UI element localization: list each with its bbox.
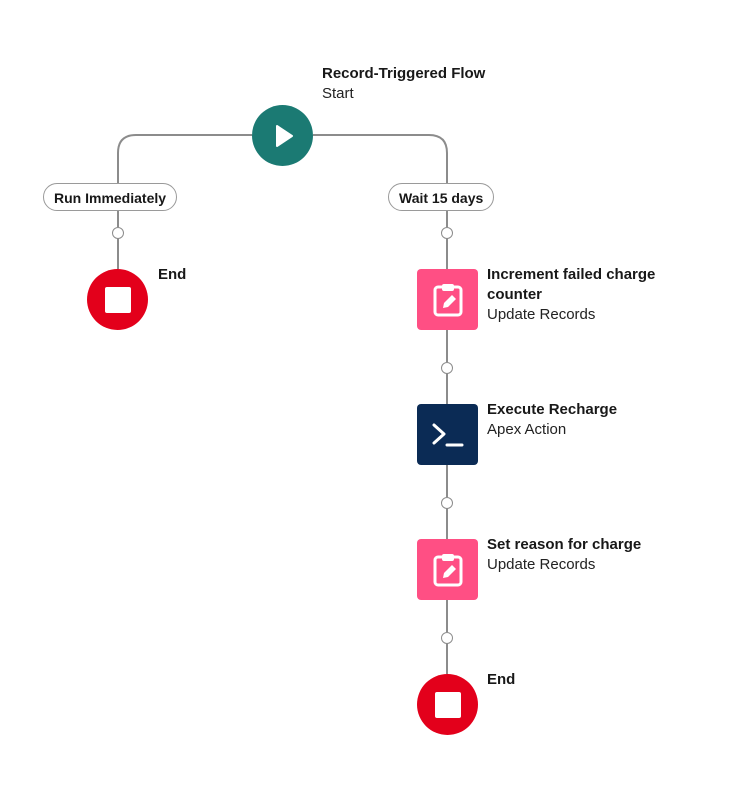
step-label-increment: Increment failed charge counter Update R… bbox=[487, 265, 707, 325]
add-element-button[interactable] bbox=[441, 632, 453, 644]
add-element-button[interactable] bbox=[441, 362, 453, 374]
step-subtitle: Apex Action bbox=[487, 421, 567, 438]
connector-start-right bbox=[313, 134, 448, 186]
end-label-right: End bbox=[487, 670, 515, 690]
end-title: End bbox=[158, 266, 187, 283]
stop-icon bbox=[434, 691, 461, 718]
clipboard-edit-icon bbox=[433, 553, 462, 586]
step-title: Set reason for charge bbox=[487, 536, 642, 553]
start-node[interactable] bbox=[252, 105, 313, 166]
end-node-right[interactable] bbox=[417, 674, 478, 735]
clipboard-edit-icon bbox=[433, 283, 462, 316]
step-subtitle: Update Records bbox=[487, 306, 596, 323]
path-wait-15-days[interactable]: Wait 15 days bbox=[388, 183, 495, 211]
terminal-icon bbox=[432, 423, 463, 446]
add-element-button[interactable] bbox=[441, 497, 453, 509]
end-node-left[interactable] bbox=[87, 269, 148, 330]
start-label: Record-Triggered Flow Start bbox=[322, 64, 485, 104]
start-subtitle: Start bbox=[322, 85, 354, 102]
update-records-node-reason[interactable] bbox=[417, 539, 478, 600]
end-label-left: End bbox=[158, 265, 186, 285]
update-records-node-increment[interactable] bbox=[417, 269, 478, 330]
connector-start-left bbox=[117, 134, 252, 186]
step-label-reason: Set reason for charge Update Records bbox=[487, 535, 707, 575]
start-title: Record-Triggered Flow bbox=[322, 65, 486, 82]
play-icon bbox=[275, 124, 293, 147]
step-label-recharge: Execute Recharge Apex Action bbox=[487, 400, 707, 440]
add-element-button[interactable] bbox=[441, 227, 453, 239]
step-title: Increment failed charge counter bbox=[487, 266, 656, 303]
step-subtitle: Update Records bbox=[487, 556, 596, 573]
step-title: Execute Recharge bbox=[487, 401, 618, 418]
apex-action-node-recharge[interactable] bbox=[417, 404, 478, 465]
stop-icon bbox=[104, 286, 131, 313]
end-title: End bbox=[487, 671, 516, 688]
add-element-button[interactable] bbox=[112, 227, 124, 239]
path-run-immediately[interactable]: Run Immediately bbox=[43, 183, 178, 211]
